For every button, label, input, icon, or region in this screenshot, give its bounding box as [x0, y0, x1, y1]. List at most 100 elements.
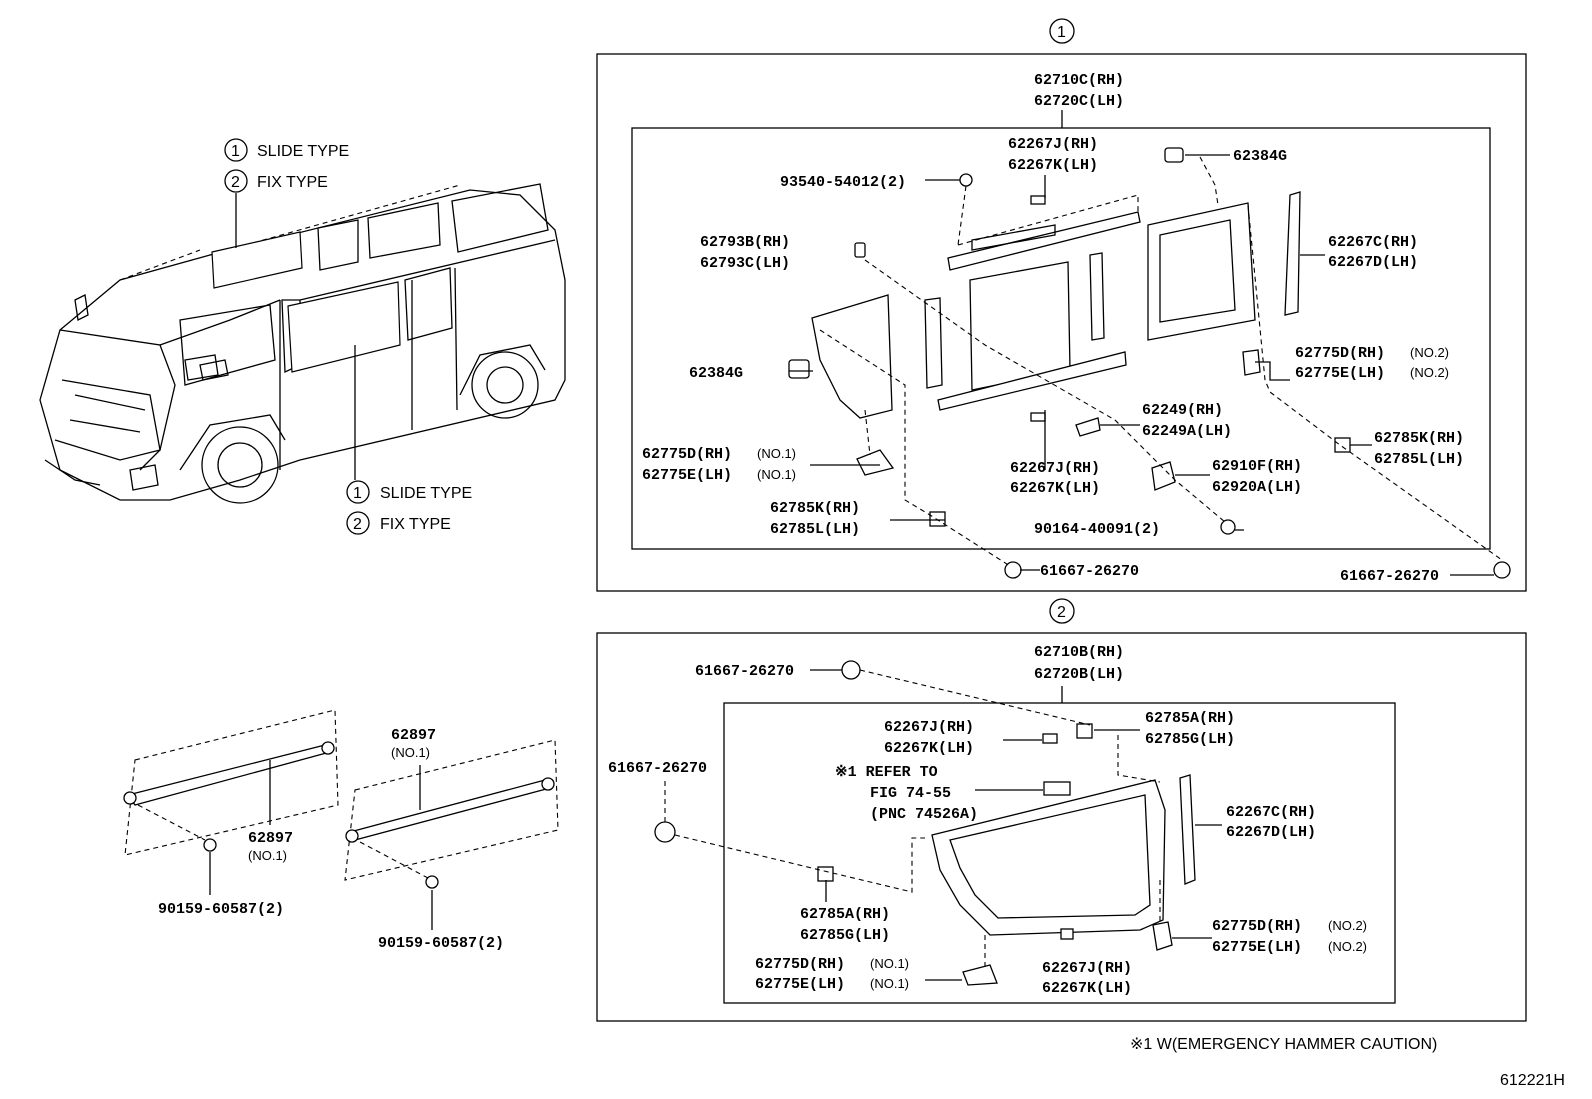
legend-slide-top: SLIDE TYPE — [257, 143, 349, 160]
s1-62249-lh: 62249A(LH) — [1142, 423, 1232, 440]
s2-assembly-lh: 62720B(LH) — [1034, 666, 1124, 683]
s2-61667-top: 61667-26270 — [695, 663, 794, 680]
slide-door-window — [287, 281, 401, 373]
s2-62775-no2-lh: 62775E(LH) — [1212, 939, 1302, 956]
legend-num-2-top: 2 — [231, 174, 240, 191]
s1-62267j-bottom-rh: 62267J(RH) — [1010, 460, 1100, 477]
s1-62384g-top-part — [1164, 147, 1184, 163]
s1-upper-rail — [947, 211, 1141, 271]
s2-refer-line3: (PNC 74526A) — [870, 806, 978, 823]
footnote: ※1 W(EMERGENCY HAMMER CAUTION) — [1130, 1036, 1437, 1053]
s1-assembly-lh: 62720C(LH) — [1034, 93, 1124, 110]
s1-62775-no2-tag-lh: (NO.2) — [1410, 365, 1449, 380]
moulding-left-bolt: 90159-60587(2) — [158, 901, 284, 918]
s1-62785-left-lh: 62785L(LH) — [770, 521, 860, 538]
moulding-bar-left — [126, 744, 332, 806]
legend-num-1-bottom: 1 — [353, 485, 362, 502]
section-2-num: 2 — [1057, 604, 1066, 621]
s1-62775-no1-lh: 62775E(LH) — [642, 467, 732, 484]
legend-circle-2-top — [224, 169, 248, 193]
section-2-inner-frame — [723, 702, 1396, 1004]
s1-62910-rh: 62910F(RH) — [1212, 458, 1302, 475]
s2-62267j-bottom-lh: 62267K(LH) — [1042, 980, 1132, 997]
s1-90164: 90164-40091(2) — [1034, 521, 1160, 538]
s1-62785-left-rh: 62785K(RH) — [770, 500, 860, 517]
s2-assembly-rh: 62710B(RH) — [1034, 644, 1124, 661]
moulding-left-tag: (NO.1) — [248, 848, 287, 863]
legend-slide-bottom: SLIDE TYPE — [380, 485, 472, 502]
section-2: 2 62710B(RH) 62720B(LH) 61667-26270 6166… — [596, 598, 1527, 1022]
legend-circle-1-top — [224, 138, 248, 162]
s1-62793-lh: 62793C(LH) — [700, 255, 790, 272]
moulding-right-bolt: 90159-60587(2) — [378, 935, 504, 952]
s2-62785a-top-rh: 62785A(RH) — [1145, 710, 1235, 727]
s2-fixed-glass — [931, 779, 1166, 936]
s1-62384g-left-part — [788, 359, 810, 379]
s2-62267c-lh: 62267D(LH) — [1226, 824, 1316, 841]
van-illustration — [39, 183, 566, 504]
section-1-circle — [1049, 18, 1075, 44]
moulding-right-tag: (NO.1) — [391, 745, 430, 760]
s2-62775-no2-tag-rh: (NO.2) — [1328, 918, 1367, 933]
s1-62775-no2-tag-rh: (NO.2) — [1410, 345, 1449, 360]
s2-62267j-top-lh: 62267K(LH) — [884, 740, 974, 757]
s2-refer-line1: ※1 REFER TO — [835, 764, 938, 781]
section-2-outer-frame — [596, 632, 1527, 1022]
rear-quarter-window — [211, 231, 303, 289]
s1-62775-no2-lh: 62775E(LH) — [1295, 365, 1385, 382]
legend-circle-1-bottom — [346, 480, 370, 504]
section-1-outer-frame — [596, 53, 1527, 592]
s1-lower-rail — [937, 351, 1127, 411]
section-1-inner-frame — [631, 127, 1491, 550]
s1-62775-no2-rh: 62775D(RH) — [1295, 345, 1385, 362]
s1-62267j-top-rh: 62267J(RH) — [1008, 136, 1098, 153]
s1-62775-no1-tag-rh: (NO.1) — [757, 446, 796, 461]
s1-62785-right-lh: 62785L(LH) — [1374, 451, 1464, 468]
s1-assembly-rh: 62710C(RH) — [1034, 72, 1124, 89]
section-1: 1 62710C(RH) 62720C(LH) — [596, 18, 1527, 592]
s1-93540: 93540-54012(2) — [780, 174, 906, 191]
diagram-id: 612221H — [1500, 1072, 1565, 1089]
s2-62785a-top-lh: 62785G(LH) — [1145, 731, 1235, 748]
s1-62267j-top-lh: 62267K(LH) — [1008, 157, 1098, 174]
moulding-right: 62897 (NO.1) 90159-60587(2) — [344, 727, 559, 952]
s1-62775-no1-tag-lh: (NO.1) — [757, 467, 796, 482]
s2-62775-no2-rh: 62775D(RH) — [1212, 918, 1302, 935]
moulding-left-part: 62897 — [248, 830, 293, 847]
s2-62267c-rh: 62267C(RH) — [1226, 804, 1316, 821]
s1-fixed-glass-right — [1147, 202, 1256, 341]
s1-62384g-top: 62384G — [1233, 148, 1287, 165]
s2-62785a-bottom-rh: 62785A(RH) — [800, 906, 890, 923]
s2-62267j-top-rh: 62267J(RH) — [884, 719, 974, 736]
section-1-num: 1 — [1057, 24, 1066, 41]
s1-62793-rh: 62793B(RH) — [700, 234, 790, 251]
s1-62249-rh: 62249(RH) — [1142, 402, 1223, 419]
s2-61667-left: 61667-26270 — [608, 760, 707, 777]
moulding-right-part: 62897 — [391, 727, 436, 744]
s1-62920-lh: 62920A(LH) — [1212, 479, 1302, 496]
s1-fixed-glass-left — [811, 294, 893, 419]
s2-62775-no1-tag-rh: (NO.1) — [870, 956, 909, 971]
s2-62775-no2-tag-lh: (NO.2) — [1328, 939, 1367, 954]
legend-fix-top: FIX TYPE — [257, 174, 328, 191]
s2-62785a-bottom-lh: 62785G(LH) — [800, 927, 890, 944]
legend-num-1-top: 1 — [231, 143, 240, 160]
s2-62775-no1-lh: 62775E(LH) — [755, 976, 845, 993]
s1-62785-right-rh: 62785K(RH) — [1374, 430, 1464, 447]
s1-62775-no1-rh: 62775D(RH) — [642, 446, 732, 463]
section-2-circle — [1049, 598, 1075, 624]
legend-num-2-bottom: 2 — [353, 516, 362, 533]
moulding-bar-right — [348, 779, 552, 841]
legend-circle-2-bottom — [346, 511, 370, 535]
s2-refer-line2: FIG 74-55 — [870, 785, 951, 802]
s2-62775-no1-rh: 62775D(RH) — [755, 956, 845, 973]
legend: 1 SLIDE TYPE 2 FIX TYPE 1 SLIDE TYPE 2 F… — [224, 138, 472, 535]
s2-62775-no1-tag-lh: (NO.1) — [870, 976, 909, 991]
s1-62267c-lh: 62267D(LH) — [1328, 254, 1418, 271]
s1-61667-a: 61667-26270 — [1040, 563, 1139, 580]
s2-62267j-bottom-rh: 62267J(RH) — [1042, 960, 1132, 977]
s1-62384g-left: 62384G — [689, 365, 743, 382]
s1-61667-b: 61667-26270 — [1340, 568, 1439, 585]
moulding-left: 62897 (NO.1) 90159-60587(2) — [123, 709, 339, 918]
